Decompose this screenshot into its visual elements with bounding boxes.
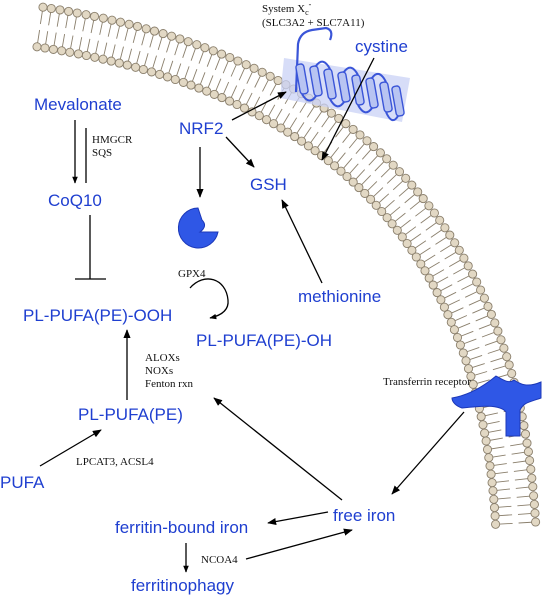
- system-xc-genes-label: (SLC3A2 + SLC7A11): [262, 17, 365, 29]
- label-ncoa4: NCOA4: [201, 554, 238, 566]
- label-pl-pufa-pe-ooh: PL-PUFA(PE)-OOH: [23, 306, 172, 325]
- label-free-iron: free iron: [333, 506, 395, 525]
- label-hmgcr: HMGCR: [92, 134, 133, 146]
- label-pufa: PUFA: [0, 473, 45, 492]
- label-cystine: cystine: [355, 37, 408, 56]
- arrow-freeiron-ferritin: [267, 511, 329, 526]
- label-sqs: SQS: [92, 147, 112, 159]
- label-lpcat3-acsl4: LPCAT3, ACSL4: [76, 456, 154, 468]
- label-aloxs: ALOXs: [145, 352, 180, 364]
- label-ferritin-bound-iron: ferritin-bound iron: [115, 518, 248, 537]
- arrow-pufa-plpufa: [39, 429, 102, 467]
- arrow-tfr-freeiron: [391, 411, 465, 495]
- y-receptor-icon: [451, 375, 542, 437]
- label-nrf2: NRF2: [179, 119, 223, 138]
- arrow-gpx4-reduction: [189, 278, 229, 320]
- pacman-enzyme-icon: [177, 207, 219, 249]
- arrow-methionine-gsh: [281, 199, 323, 284]
- arrow-cystine-gsh: [321, 57, 375, 161]
- label-mevalonate: Mevalonate: [34, 95, 122, 114]
- system-xc-label: System Xc-: [262, 0, 312, 17]
- label-pl-pufa-pe: PL-PUFA(PE): [78, 405, 183, 424]
- arrow-nrf2-systemxc: [231, 91, 287, 121]
- arrow-nrf2-gsh: [225, 136, 255, 168]
- label-methionine: methionine: [298, 287, 381, 306]
- arrow-ferritinophagy-freeiron: [245, 528, 353, 560]
- label-gsh: GSH: [250, 175, 287, 194]
- label-pl-pufa-pe-oh: PL-PUFA(PE)-OH: [196, 331, 332, 350]
- label-ferritinophagy: ferritinophagy: [131, 576, 235, 595]
- transferrin-receptor-label: Transferrin receptor: [383, 376, 471, 388]
- system-xc-transporter-icon: [280, 26, 410, 122]
- label-coq10: CoQ10: [48, 191, 102, 210]
- label-fenton-rxn: Fenton rxn: [145, 378, 193, 390]
- label-gpx4: GPX4: [178, 268, 206, 280]
- label-noxs: NOXs: [145, 365, 173, 377]
- arrow-freeiron-plpufa: [213, 397, 343, 501]
